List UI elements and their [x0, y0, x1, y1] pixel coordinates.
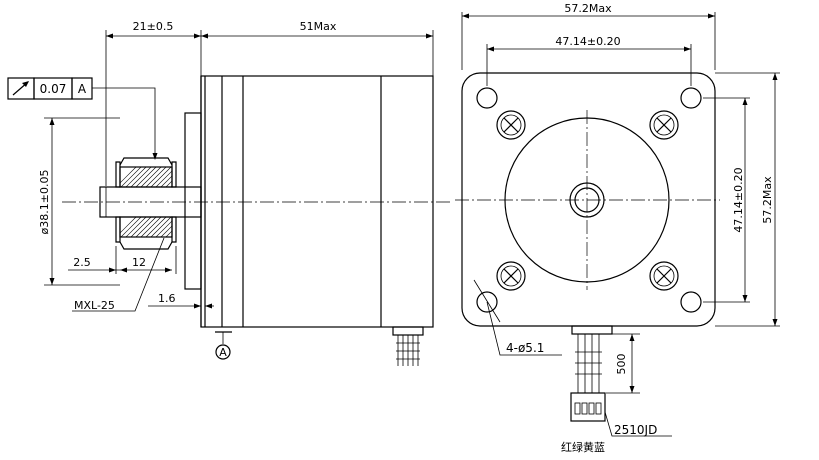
dim-pulley-width: 12	[132, 256, 146, 269]
label-holes: 4-ø5.1	[506, 341, 544, 355]
screw	[496, 261, 526, 291]
dim-lead-length: 500	[615, 354, 628, 375]
dim-body-length: 51Max	[300, 20, 337, 33]
side-cable	[392, 326, 424, 366]
mount-hole	[680, 291, 702, 313]
mount-hole	[476, 87, 498, 109]
connector	[570, 392, 606, 422]
motor-body	[200, 75, 434, 328]
boss	[184, 112, 202, 290]
front-cable	[571, 325, 613, 393]
screw	[649, 110, 679, 140]
pulley	[115, 157, 177, 250]
screw	[649, 261, 679, 291]
side-view: 21±0.5 51Max 0.07 A ø38.1±0.05 2.5	[7, 20, 450, 366]
label-connector: 2510JD	[614, 423, 657, 437]
label-pulley: MXL-25	[74, 299, 115, 312]
dim-offset: 2.5	[73, 256, 91, 269]
dim-overall-width: 57.2Max	[564, 2, 612, 15]
datum-circle-icon	[215, 344, 231, 360]
dim-overall-height: 57.2Max	[761, 176, 774, 224]
dim-hole-spacing-h: 47.14±0.20	[555, 35, 620, 48]
mount-hole	[680, 87, 702, 109]
front-view: 57.2Max 47.14±0.20 47.14±0.20 57.2Max 4-…	[455, 2, 780, 454]
dim-hole-spacing-v: 47.14±0.20	[732, 167, 745, 232]
tolerance-frame: 0.07 A	[7, 77, 158, 160]
screw	[496, 110, 526, 140]
dim-pulley-diameter: ø38.1±0.05	[38, 170, 51, 235]
dim-shaft-length: 21±0.5	[133, 20, 174, 33]
tolerance-datum: A	[78, 82, 87, 96]
label-wire-colors: 红绿黄蓝	[561, 440, 605, 454]
flange-outline	[461, 72, 716, 327]
dim-flange: 1.6	[158, 292, 176, 305]
runout-arrow-icon	[12, 81, 29, 96]
mount-hole	[476, 291, 498, 313]
datum-label: A	[219, 346, 227, 359]
tolerance-value: 0.07	[40, 82, 67, 96]
